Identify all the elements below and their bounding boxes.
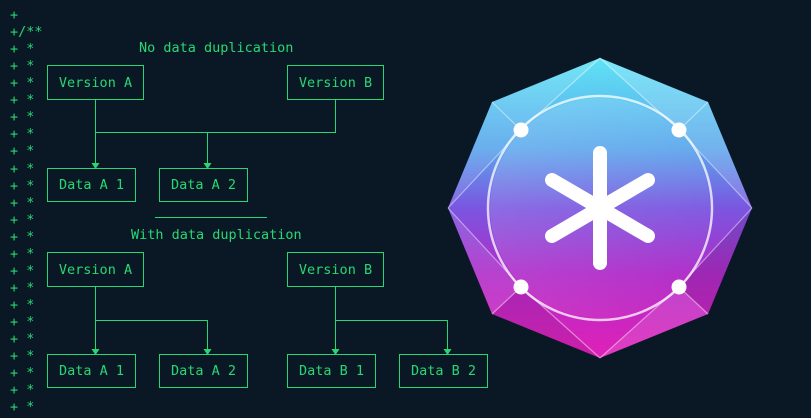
comment-gutter-line: + * bbox=[10, 58, 35, 75]
box-version-a-top: Version A bbox=[47, 65, 144, 100]
comment-gutter-line: + * bbox=[10, 297, 35, 314]
box-version-b-top: Version B bbox=[287, 65, 384, 100]
arrowhead-top-a2 bbox=[203, 163, 212, 169]
comment-gutter-line: + * bbox=[10, 126, 35, 143]
box-data-b1-bottom: Data B 1 bbox=[287, 354, 376, 388]
comment-gutter-line: + * bbox=[10, 177, 35, 194]
comment-gutter-line: + * bbox=[10, 331, 35, 348]
box-data-b2-bottom: Data B 2 bbox=[399, 354, 488, 388]
comment-gutter-line: + * bbox=[10, 348, 35, 365]
comment-gutter-line: +/** bbox=[10, 24, 43, 41]
arrowhead-bottom-a2 bbox=[203, 349, 212, 355]
arrowhead-top-a1 bbox=[91, 163, 100, 169]
comment-gutter-line: + * bbox=[10, 279, 35, 296]
comment-gutter-line: + * bbox=[10, 382, 35, 399]
box-data-a2-bottom: Data A 2 bbox=[159, 354, 248, 388]
comment-gutter-line: + * bbox=[10, 399, 35, 416]
box-version-a-bottom: Version A bbox=[47, 252, 144, 287]
heading-no-duplication: No data duplication bbox=[139, 40, 294, 56]
connector-bottom-b-branch bbox=[335, 320, 448, 349]
arrowhead-bottom-b2 bbox=[443, 349, 452, 355]
comment-gutter-line: + * bbox=[10, 41, 35, 58]
comment-gutter-line: + * bbox=[10, 262, 35, 279]
comment-gutter-line: + * bbox=[10, 194, 35, 211]
connector-top-version-a bbox=[95, 100, 336, 133]
comment-gutter-line: + * bbox=[10, 228, 35, 245]
box-version-b-bottom: Version B bbox=[287, 252, 384, 287]
comment-gutter-line: + bbox=[10, 7, 19, 23]
comment-gutter-line: + * bbox=[10, 365, 35, 382]
comment-gutter-line: + * bbox=[10, 314, 35, 331]
comment-gutter-line: + */ bbox=[10, 416, 43, 418]
comment-gutter-line: + * bbox=[10, 245, 35, 262]
arrowhead-bottom-b1 bbox=[331, 349, 340, 355]
box-data-a1-bottom: Data A 1 bbox=[47, 354, 136, 388]
asterisk-octagon-icon bbox=[447, 57, 753, 359]
connector-bottom-a-branch bbox=[95, 320, 208, 349]
box-data-a1-top: Data A 1 bbox=[47, 168, 136, 202]
box-data-a2-top: Data A 2 bbox=[159, 168, 248, 202]
comment-gutter-line: + * bbox=[10, 109, 35, 126]
heading-with-duplication: With data duplication bbox=[131, 227, 302, 243]
comment-gutter-line: + * bbox=[10, 75, 35, 92]
arrowhead-bottom-a1 bbox=[91, 349, 100, 355]
comment-gutter-line: + * bbox=[10, 92, 35, 109]
comment-gutter-line: + * bbox=[10, 143, 35, 160]
comment-gutter-line: + * bbox=[10, 160, 35, 177]
comment-gutter-line: + * bbox=[10, 211, 35, 228]
